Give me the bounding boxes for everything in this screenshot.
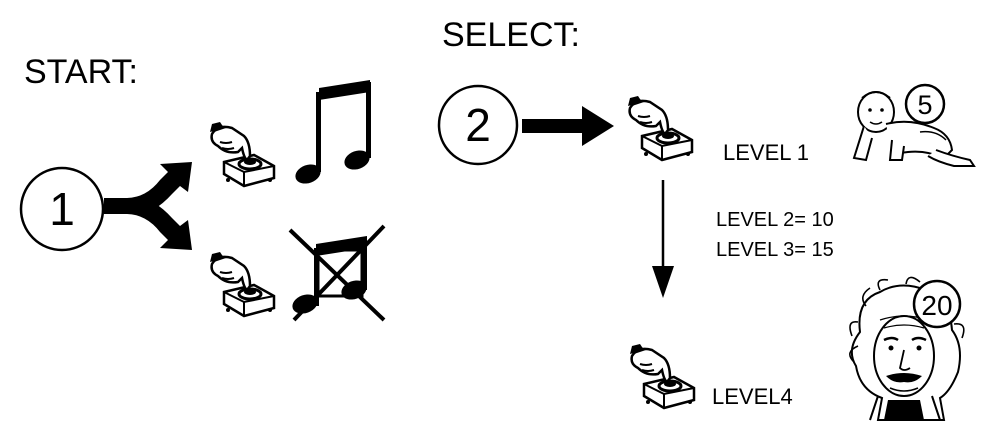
einstein-portrait-icon: [849, 276, 965, 421]
select-label: SELECT:: [442, 16, 580, 54]
level-4-badge-number: 20: [921, 290, 952, 321]
level-3-label: LEVEL 3= 15: [716, 239, 834, 261]
level-4-label: LEVEL4: [712, 384, 793, 409]
hand-pressing-button-icon: [626, 94, 694, 162]
music-off-icon: [288, 224, 386, 322]
split-arrow-icon: [104, 162, 192, 250]
start-label: START:: [24, 53, 138, 91]
hand-pressing-button-icon: [208, 120, 276, 188]
level-1-label: LEVEL 1: [723, 140, 809, 165]
step-1-circle: 1: [19, 166, 105, 252]
step-2-number: 2: [465, 99, 491, 151]
level-2-label: LEVEL 2= 10: [716, 209, 834, 231]
music-note-icon: [295, 80, 371, 184]
step-1-number: 1: [49, 183, 75, 235]
level-1-badge-number: 5: [917, 90, 932, 120]
level-1-badge: 5: [904, 83, 946, 125]
arrow-right-icon: [522, 106, 614, 146]
level-4-badge: 20: [912, 279, 962, 329]
baby-crawling-icon: [852, 91, 976, 167]
hand-pressing-button-icon: [628, 342, 696, 410]
arrow-down-icon: [652, 180, 674, 298]
hand-pressing-button-icon: [208, 250, 276, 318]
step-2-circle: 2: [437, 84, 519, 166]
